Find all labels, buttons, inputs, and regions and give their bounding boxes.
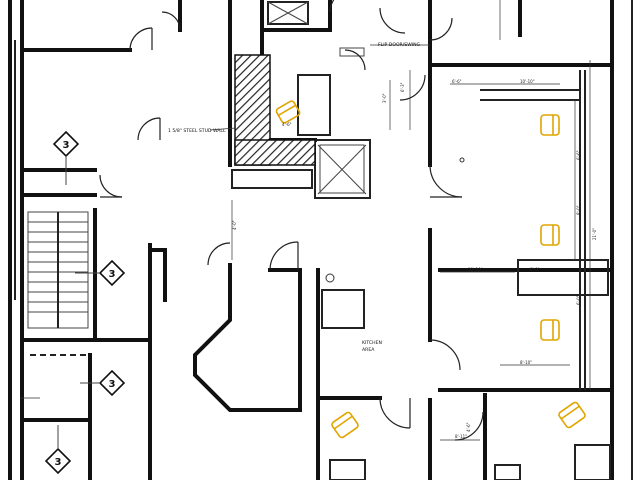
chair-bottom-office bbox=[558, 401, 586, 429]
door-right-low bbox=[429, 339, 461, 371]
dim-right-c: 8'-0" bbox=[576, 205, 581, 215]
section-tags: 3 3 3 3 bbox=[44, 130, 126, 475]
dim-low: 8'-10" bbox=[520, 360, 532, 365]
door-left-mid bbox=[137, 117, 161, 141]
dim-bottom-2: 4'-6" bbox=[466, 422, 471, 432]
elevator-car bbox=[267, 1, 309, 25]
doors bbox=[99, 0, 484, 441]
door-kitchen-bottom bbox=[379, 397, 411, 429]
tag-2: 3 bbox=[75, 259, 126, 287]
dim-closet2: 3'-0" bbox=[382, 93, 387, 103]
kitchen-counter bbox=[321, 289, 365, 329]
svg-text:3: 3 bbox=[109, 269, 116, 280]
tag-4: 3 bbox=[44, 425, 72, 475]
tag-3: 3 bbox=[80, 369, 126, 397]
door-bay bbox=[207, 242, 231, 266]
notes: 1 5/8" STEEL STUD WALL FLIP DOOR/SWING K… bbox=[168, 42, 421, 353]
walls bbox=[8, 0, 633, 480]
shaft-inner bbox=[319, 144, 365, 194]
dim-bottom: 8'-11" bbox=[455, 434, 467, 439]
mid-counter bbox=[517, 259, 609, 296]
svg-text:3: 3 bbox=[109, 379, 116, 390]
hatched-wall-horizontal bbox=[234, 139, 316, 166]
chairs bbox=[275, 100, 586, 439]
door-top-center bbox=[379, 7, 406, 34]
note-kitchen-1: KITCHEN bbox=[362, 340, 382, 346]
counter-below-hatch bbox=[231, 169, 313, 189]
dim-long: 21'-0" bbox=[592, 228, 597, 240]
dim-top-office: 6'-6" bbox=[452, 79, 462, 84]
door-top-left bbox=[129, 27, 153, 51]
chair-office-1 bbox=[540, 114, 560, 136]
dim-right-a: 8'-0" bbox=[530, 267, 540, 272]
dim-office-row: 10'-10" bbox=[520, 79, 535, 84]
note-stud-wall: 1 5/8" STEEL STUD WALL bbox=[168, 128, 226, 134]
svg-text:3: 3 bbox=[55, 457, 62, 468]
svg-text:3: 3 bbox=[63, 140, 70, 151]
dimension-text: 6'-6" 10'-10" 10'-10" 8'-0" 6'-6" 8'-0" … bbox=[232, 79, 597, 439]
elevator bbox=[267, 1, 367, 195]
bottom-office-desk bbox=[494, 464, 521, 480]
dim-right-b: 6'-6" bbox=[576, 150, 581, 160]
door-right-office bbox=[429, 164, 463, 198]
hatched-wall bbox=[231, 54, 316, 189]
chair-office-3 bbox=[540, 319, 560, 341]
dim-chair: 4'-6" bbox=[282, 122, 292, 127]
chair-utility bbox=[275, 100, 301, 124]
note-flip-door: FLIP DOOR/SWING bbox=[378, 42, 421, 48]
dim-corridor: 4'-0" bbox=[232, 220, 237, 230]
dimension-lines bbox=[20, 0, 591, 441]
kitchen-bottom-desk bbox=[329, 459, 366, 480]
flip-door-box bbox=[339, 47, 365, 57]
shaft-x2 bbox=[317, 144, 367, 195]
door-stair bbox=[99, 174, 123, 198]
shaft-box bbox=[314, 139, 371, 199]
chair-kitchen bbox=[331, 411, 359, 439]
bay-room-wall bbox=[193, 263, 302, 412]
tag-1: 3 bbox=[52, 130, 80, 185]
dim-mid: 10'-10" bbox=[468, 267, 483, 272]
chair-office-2 bbox=[540, 224, 560, 246]
dim-right-d: 6'-0" bbox=[576, 295, 581, 305]
door-flip bbox=[344, 49, 366, 71]
door-kitchen-left bbox=[269, 241, 299, 271]
dim-closet1: 6'-3" bbox=[400, 82, 405, 92]
utility-cabinet bbox=[297, 74, 331, 136]
stairs bbox=[27, 211, 89, 329]
bottom-right-desk bbox=[574, 444, 611, 480]
note-kitchen-2: AREA bbox=[362, 347, 375, 353]
light-fixture bbox=[325, 273, 335, 283]
